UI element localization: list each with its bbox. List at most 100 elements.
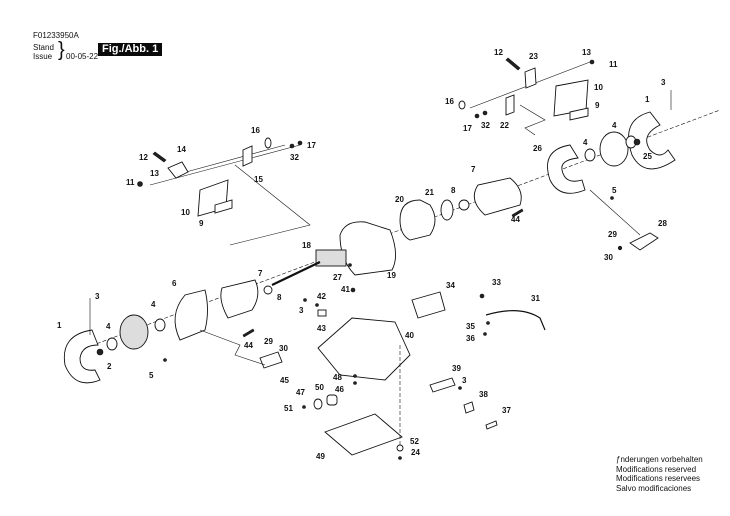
nut-25 — [633, 138, 641, 146]
label-51: 51 — [284, 404, 293, 413]
bracket-14 — [167, 161, 189, 179]
switch-38 — [463, 401, 475, 414]
figure-label: Fig./Abb. 1 — [98, 43, 163, 56]
part-labels: 12 14 16 13 11 32 17 15 10 9 12 23 13 11… — [57, 48, 667, 461]
label-4-left-inner: 4 — [151, 300, 156, 309]
screw-30-right — [617, 245, 623, 251]
label-13: 13 — [150, 169, 159, 178]
label-7-right: 7 — [471, 165, 476, 174]
clamp-47 — [313, 398, 323, 410]
label-28: 28 — [658, 219, 667, 228]
label-3-left: 3 — [95, 292, 100, 301]
foot-52 — [396, 444, 404, 452]
label-4-right-inner: 4 — [583, 138, 588, 147]
screw-5-right — [610, 196, 614, 200]
note-german: ƒnderungen vorbehalten — [616, 455, 703, 464]
label-15: 15 — [254, 175, 263, 184]
label-17: 17 — [307, 141, 316, 150]
screw-44-right — [511, 208, 524, 218]
label-45: 45 — [280, 376, 289, 385]
screw-17-right — [474, 113, 480, 119]
plate-9 — [214, 199, 233, 214]
label-9: 9 — [199, 219, 204, 228]
left-eyeshield-assembly — [137, 137, 311, 246]
screw-51 — [302, 405, 306, 409]
tool-rest-45 — [259, 351, 283, 369]
tool-rest-28 — [629, 232, 659, 251]
label-11-right: 11 — [609, 60, 618, 69]
label-4-right-outer: 4 — [612, 121, 617, 130]
screw-35 — [486, 321, 490, 325]
wingnut-16 — [264, 137, 272, 149]
armature-18 — [315, 249, 347, 267]
label-4-left-outer: 4 — [106, 322, 111, 331]
label-43: 43 — [317, 324, 326, 333]
note-english: Modifications reserved — [616, 464, 697, 474]
washer-48 — [353, 374, 357, 378]
label-3-switch: 3 — [462, 376, 467, 385]
label-27: 27 — [333, 273, 342, 282]
right-wheel-assembly — [547, 90, 676, 251]
bracket-23 — [524, 67, 537, 89]
label-24: 24 — [411, 448, 420, 457]
label-42: 42 — [317, 292, 326, 301]
label-3-right: 3 — [661, 78, 666, 87]
power-cord-31 — [485, 310, 546, 331]
label-20: 20 — [395, 195, 404, 204]
label-37: 37 — [502, 406, 511, 415]
label-16-right: 16 — [445, 97, 454, 106]
inner-guard-6 — [174, 289, 208, 341]
label-50: 50 — [315, 383, 324, 392]
issue-label: Issue — [33, 52, 53, 61]
label-17-right: 17 — [463, 124, 472, 133]
label-40: 40 — [405, 331, 414, 340]
label-19: 19 — [387, 271, 396, 280]
label-14: 14 — [177, 145, 186, 154]
brace-symbol: } — [58, 39, 65, 61]
label-30-right: 30 — [604, 253, 613, 262]
washer-32 — [289, 143, 295, 149]
nut-2 — [96, 348, 104, 356]
label-38: 38 — [479, 390, 488, 399]
screw-12-right — [505, 57, 521, 71]
label-5-left: 5 — [149, 371, 154, 380]
label-44-right: 44 — [511, 215, 520, 224]
label-48: 48 — [333, 373, 342, 382]
plate-9-right — [569, 107, 589, 121]
screw-44-left — [242, 328, 255, 338]
label-3-base: 3 — [299, 306, 304, 315]
label-32-right: 32 — [481, 121, 490, 130]
label-39: 39 — [452, 364, 461, 373]
label-18: 18 — [302, 241, 311, 250]
label-44-left: 44 — [244, 341, 253, 350]
motor-assembly — [271, 177, 524, 293]
switch-plate-39 — [429, 377, 456, 393]
label-49: 49 — [316, 452, 325, 461]
label-12-right: 12 — [494, 48, 503, 57]
modification-notes: ƒnderungen vorbehalten Modifications res… — [616, 455, 703, 493]
screw-24 — [398, 456, 402, 460]
note-spanish: Salvo modificaciones — [616, 483, 692, 493]
tray-34 — [411, 291, 446, 319]
base-housing-40 — [317, 317, 411, 381]
clip-33 — [479, 293, 485, 299]
label-13-right: 13 — [582, 48, 591, 57]
label-10-right: 10 — [594, 83, 603, 92]
label-10: 10 — [181, 208, 190, 217]
flange-4-left-inner — [154, 318, 166, 332]
base-assembly — [302, 291, 546, 460]
label-31: 31 — [531, 294, 540, 303]
screw-3-base — [303, 298, 307, 302]
label-46: 46 — [335, 385, 344, 394]
fan-21 — [440, 199, 454, 221]
label-16: 16 — [251, 126, 260, 135]
label-6: 6 — [172, 279, 177, 288]
screw-3-switch — [458, 386, 462, 390]
label-1-left: 1 — [57, 321, 62, 330]
label-29-right: 29 — [608, 230, 617, 239]
flange-4-right-inner — [584, 148, 596, 162]
label-2: 2 — [107, 362, 112, 371]
label-34: 34 — [446, 281, 455, 290]
screw-17 — [297, 140, 303, 146]
